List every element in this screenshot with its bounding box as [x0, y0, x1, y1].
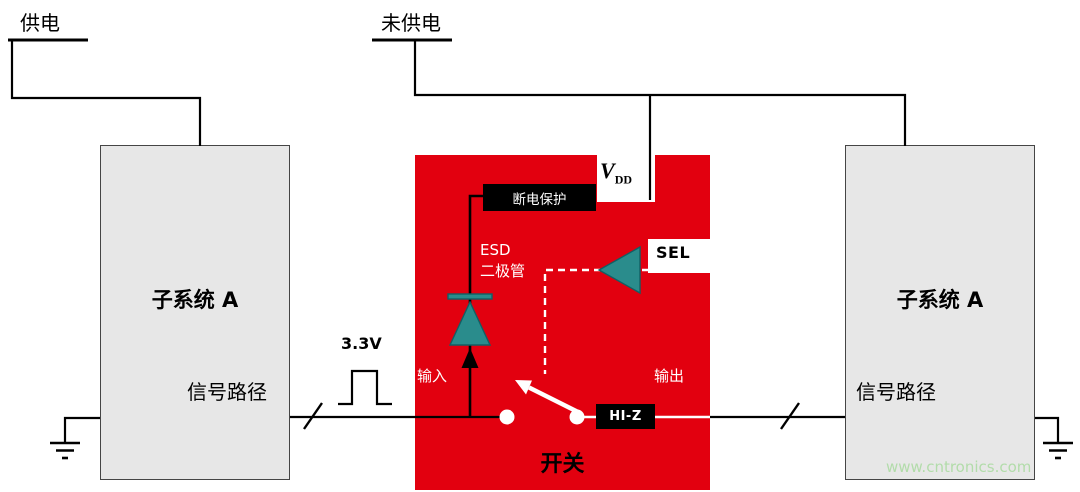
esd-diode-label-line2: 二极管	[480, 262, 526, 280]
power-off-protection-badge: 断电保护	[483, 184, 596, 211]
vdd-pin-label: VDD	[600, 158, 632, 187]
powered-rail-label: 供电	[20, 11, 60, 35]
input-pin-label: 输入	[417, 367, 448, 385]
subsystem-a-right-box: 子系统 A 信号路径	[845, 145, 1035, 480]
subsystem-left-title: 子系统 A	[151, 288, 239, 312]
vdd-subscript: DD	[614, 172, 633, 187]
watermark: www.cntronics.com	[886, 458, 1032, 476]
ground-symbol-right	[1043, 441, 1073, 460]
power-rail-left-wire	[10, 41, 202, 146]
output-pin-label: 输出	[654, 367, 685, 385]
power-off-protection-label: 断电保护	[512, 191, 567, 208]
unpowered-rail-label: 未供电	[381, 11, 441, 35]
break-slash-right-icon	[780, 402, 800, 430]
pulse-voltage-label: 3.3V	[341, 334, 382, 353]
esd-diode-label-line1: ESD	[480, 241, 511, 259]
subsystem-right-signal-path-label: 信号路径	[856, 380, 936, 404]
ground-wire-right	[1035, 416, 1060, 442]
ground-symbol-left	[50, 441, 80, 460]
break-slash-left-icon	[303, 402, 323, 430]
vdd-symbol: V	[600, 158, 615, 183]
power-rail-mid-wire	[413, 41, 907, 146]
hiz-label: HI-Z	[609, 409, 642, 424]
sel-pin-area	[648, 239, 710, 273]
esd-diode-label: ESD 二极管	[480, 240, 525, 282]
hiz-badge: HI-Z	[596, 404, 655, 429]
subsystem-a-left-box: 子系统 A 信号路径	[100, 145, 290, 480]
switch-block-title: 开关	[540, 452, 585, 477]
subsystem-right-title: 子系统 A	[896, 288, 984, 312]
ground-wire-left	[63, 416, 100, 442]
pulse-waveform	[338, 369, 392, 406]
vdd-pin-area	[597, 155, 655, 202]
sel-pin-label: SEL	[656, 243, 691, 262]
subsystem-left-signal-path-label: 信号路径	[187, 380, 267, 404]
